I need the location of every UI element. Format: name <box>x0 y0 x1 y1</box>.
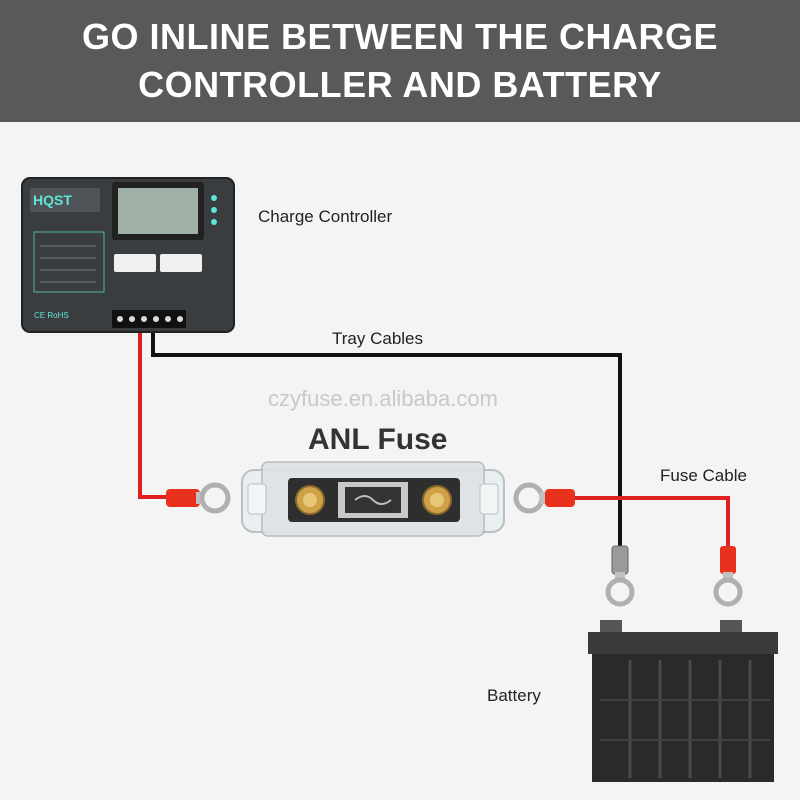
fuse-cable-label: Fuse Cable <box>660 466 747 485</box>
ring-terminal-icon <box>513 482 575 514</box>
watermark-text: czyfuse.en.alibaba.com <box>268 386 498 411</box>
charge-controller-icon: HQST CE RoHS <box>21 177 235 333</box>
anl-fuse-holder-icon <box>241 461 505 537</box>
title-line-1: GO INLINE BETWEEN THE CHARGE <box>81 16 719 57</box>
negative-tray-cable <box>151 330 622 548</box>
battery-label: Battery <box>487 686 541 705</box>
controller-brand: HQST <box>33 192 72 208</box>
controller-badge: CE RoHS <box>34 311 69 320</box>
charge-controller-label: Charge Controller <box>258 207 393 226</box>
ring-terminal-icon <box>166 482 231 514</box>
title-line-2: CONTROLLER AND BATTERY <box>138 64 662 105</box>
positive-fuse-cable <box>575 496 730 548</box>
battery-icon <box>588 620 778 782</box>
tray-cables-label: Tray Cables <box>332 329 424 348</box>
ring-terminal-icon <box>605 545 635 607</box>
positive-wire-controller <box>138 330 172 499</box>
title-banner: GO INLINE BETWEEN THE CHARGE CONTROLLER … <box>0 0 800 122</box>
ring-terminal-icon <box>713 546 743 607</box>
anl-fuse-label: ANL Fuse <box>308 423 448 456</box>
